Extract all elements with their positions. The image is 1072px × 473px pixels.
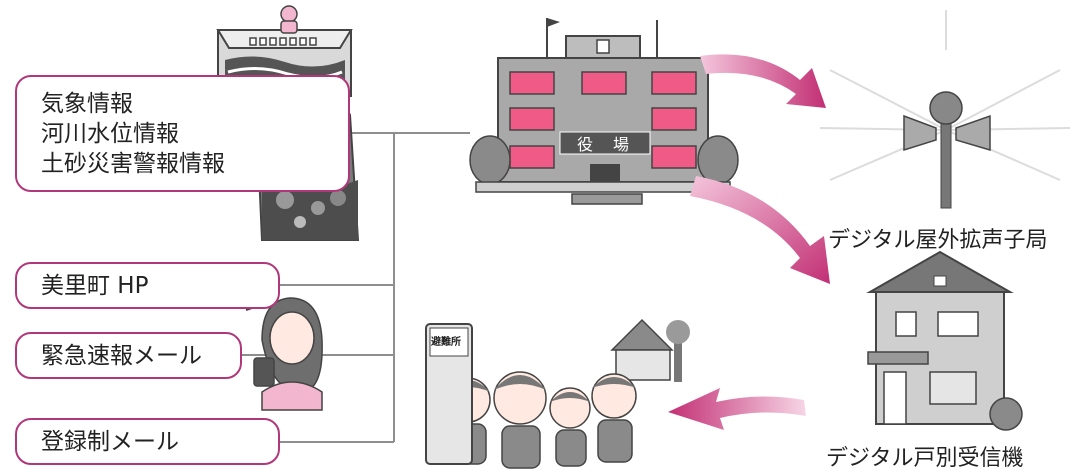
worried-woman-icon: [245, 281, 323, 411]
registered-mail-box: 登録制メール: [15, 418, 280, 465]
emergency-mail-label: 緊急速報メール: [41, 343, 202, 369]
weather-info-label: 気象情報: [41, 91, 133, 117]
loudspeaker-caption: デジタル屋外拡声子局: [828, 228, 1048, 253]
arrow-to-loudspeaker: [700, 54, 826, 108]
house-icon: [866, 250, 1023, 431]
arrow-to-evacuation: [668, 388, 806, 430]
town-office-icon: [469, 18, 739, 205]
river-level-label: 河川水位情報: [41, 121, 179, 147]
weather-info-box: 気象情報 河川水位情報 土砂災害警報情報: [15, 75, 350, 192]
registered-mail-label: 登録制メール: [41, 429, 179, 455]
landslide-warning-label: 土砂災害警報情報: [41, 151, 225, 177]
loudspeaker-icon: [819, 10, 1071, 209]
town-hp-label: 美里町 HP: [41, 273, 149, 299]
town-office-sign-2: 場: [613, 135, 630, 154]
shelter-sign-label: 避難所: [431, 337, 461, 348]
town-hp-box: 美里町 HP: [15, 262, 280, 309]
arrow-to-receiver: [690, 176, 830, 284]
evacuating-people-icon: [445, 318, 690, 469]
receiver-caption: デジタル戸別受信機: [826, 446, 1024, 471]
emergency-mail-box: 緊急速報メール: [15, 332, 242, 379]
shelter-sign-icon: [425, 323, 473, 465]
town-office-sign-1: 役: [577, 135, 594, 154]
